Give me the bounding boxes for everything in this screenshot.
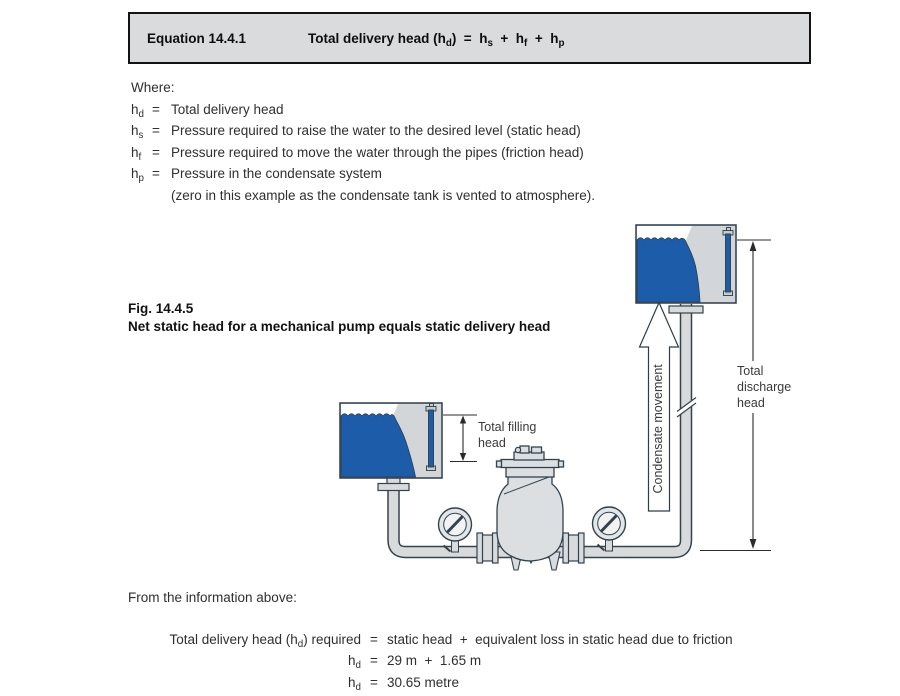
equation-formula: Total delivery head (hd) = hs + hf + hp [308, 30, 565, 49]
pressure-gauge-right [591, 506, 627, 552]
pump-vessel [495, 445, 565, 562]
definition-row: hf = Pressure required to move the water… [131, 144, 584, 163]
definition-row: hp = Pressure in the condensate system (… [131, 166, 595, 203]
check-valve-right [562, 532, 585, 564]
pressure-gauge-left [437, 507, 473, 553]
figure-title: Net static head for a mechanical pump eq… [128, 318, 551, 334]
dimension-filling-head [443, 414, 477, 463]
where-definitions: Where: hd = Total delivery head hs = Pre… [131, 77, 595, 207]
label-total-filling-head: Total filling head [478, 420, 537, 450]
condensate-movement-arrow [638, 301, 680, 512]
calculation-block: Total delivery head (hd) required = stat… [128, 629, 733, 693]
equation-number: Equation 14.4.1 [147, 30, 247, 46]
definition-row: hd = Total delivery head [131, 101, 284, 120]
condensate-tank-lower [339, 402, 443, 479]
figure-number: Fig. 14.4.5 [128, 301, 194, 316]
conclusion-intro: From the information above: [128, 590, 297, 605]
calc-row: Total delivery head (hd) required = stat… [169, 632, 733, 650]
calc-row: hd = 30.65 metre [348, 674, 460, 693]
condensate-tank-upper [635, 224, 737, 304]
label-condensate-movement: Condensate movement [651, 364, 666, 494]
equation-header-box: Equation 14.4.1 Total delivery head (hd)… [128, 12, 811, 64]
calc-row: hd = 29 m + 1.65 m [348, 653, 482, 672]
pipe-break-icon [675, 397, 698, 418]
where-title: Where: [131, 80, 175, 95]
sight-glass-upper [722, 227, 734, 296]
check-valve-left [476, 532, 499, 564]
label-total-discharge-head: Total discharge head [737, 364, 792, 410]
dimension-discharge-head [700, 239, 771, 552]
definition-row: hs = Pressure required to raise the wate… [131, 123, 581, 142]
sight-glass-lower [425, 403, 437, 471]
figure-caption: Fig. 14.4.5 Net static head for a mechan… [128, 300, 550, 335]
